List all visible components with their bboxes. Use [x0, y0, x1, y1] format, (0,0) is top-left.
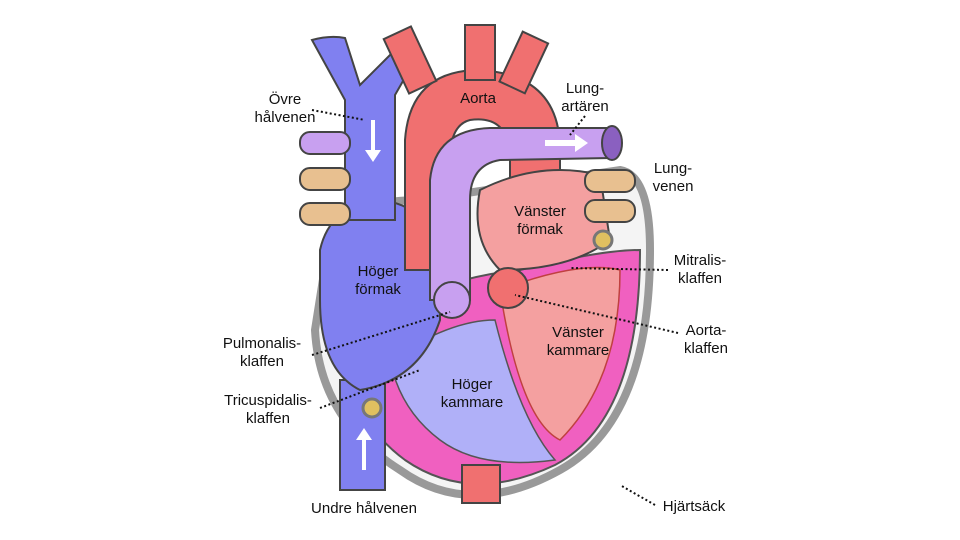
- label-aortic-valve-2: klaffen: [684, 340, 728, 357]
- label-aorta: Aorta: [460, 90, 497, 107]
- descending-aorta: [461, 464, 501, 504]
- label-pericardium: Hjärtsäck: [663, 498, 726, 515]
- label-pulmonary-artery-1: Lung-: [566, 80, 604, 97]
- left-pulmonary-vein-upper: [584, 169, 636, 193]
- label-right-ventricle-1: Höger: [452, 376, 493, 393]
- label-inferior-vena-cava: Undre hålvenen: [311, 500, 417, 517]
- label-pulmonary-artery-2: artären: [561, 98, 609, 115]
- label-left-atrium-2: förmak: [517, 221, 563, 238]
- arrow-icon: [545, 134, 588, 152]
- label-pulmonary-vein-2: venen: [653, 178, 694, 195]
- label-right-ventricle-2: kammare: [441, 394, 504, 411]
- label-right-atrium-1: Höger: [358, 263, 399, 280]
- label-right-atrium-2: förmak: [355, 281, 401, 298]
- arrow-icon: [365, 120, 381, 162]
- label-left-ventricle-2: kammare: [547, 342, 610, 359]
- label-tricuspid-valve-1: Tricuspidalis-: [224, 392, 312, 409]
- pulmonary-valve: [433, 281, 471, 319]
- label-mitral-valve-2: klaffen: [678, 270, 722, 287]
- right-pulmonary-vein-upper: [299, 167, 351, 191]
- arrow-icon: [356, 428, 372, 470]
- aortic-branch: [498, 30, 550, 95]
- label-pulmonary-valve-1: Pulmonalis-: [223, 335, 301, 352]
- aortic-branch: [464, 24, 496, 81]
- right-pulmonary-artery: [299, 131, 351, 155]
- coronary-vessel: [361, 397, 383, 419]
- label-tricuspid-valve-2: klaffen: [246, 410, 290, 427]
- label-mitral-valve-1: Mitralis-: [674, 252, 727, 269]
- label-pulmonary-valve-2: klaffen: [240, 353, 284, 370]
- right-pulmonary-vein-lower: [299, 202, 351, 226]
- label-superior-vena-cava-2: hålvenen: [255, 109, 316, 126]
- label-left-atrium-1: Vänster: [514, 203, 566, 220]
- aortic-branch: [382, 25, 438, 95]
- right-ventricle-chamber: [389, 319, 557, 464]
- label-aortic-valve-1: Aorta-: [686, 322, 727, 339]
- label-superior-vena-cava-1: Övre: [269, 90, 302, 108]
- label-left-ventricle-1: Vänster: [552, 324, 604, 341]
- left-pulmonary-vein-lower: [584, 199, 636, 223]
- aortic-valve: [487, 267, 529, 309]
- left-atrium: [476, 169, 612, 272]
- label-pulmonary-vein-1: Lung-: [654, 160, 692, 177]
- coronary-vessel: [592, 229, 614, 251]
